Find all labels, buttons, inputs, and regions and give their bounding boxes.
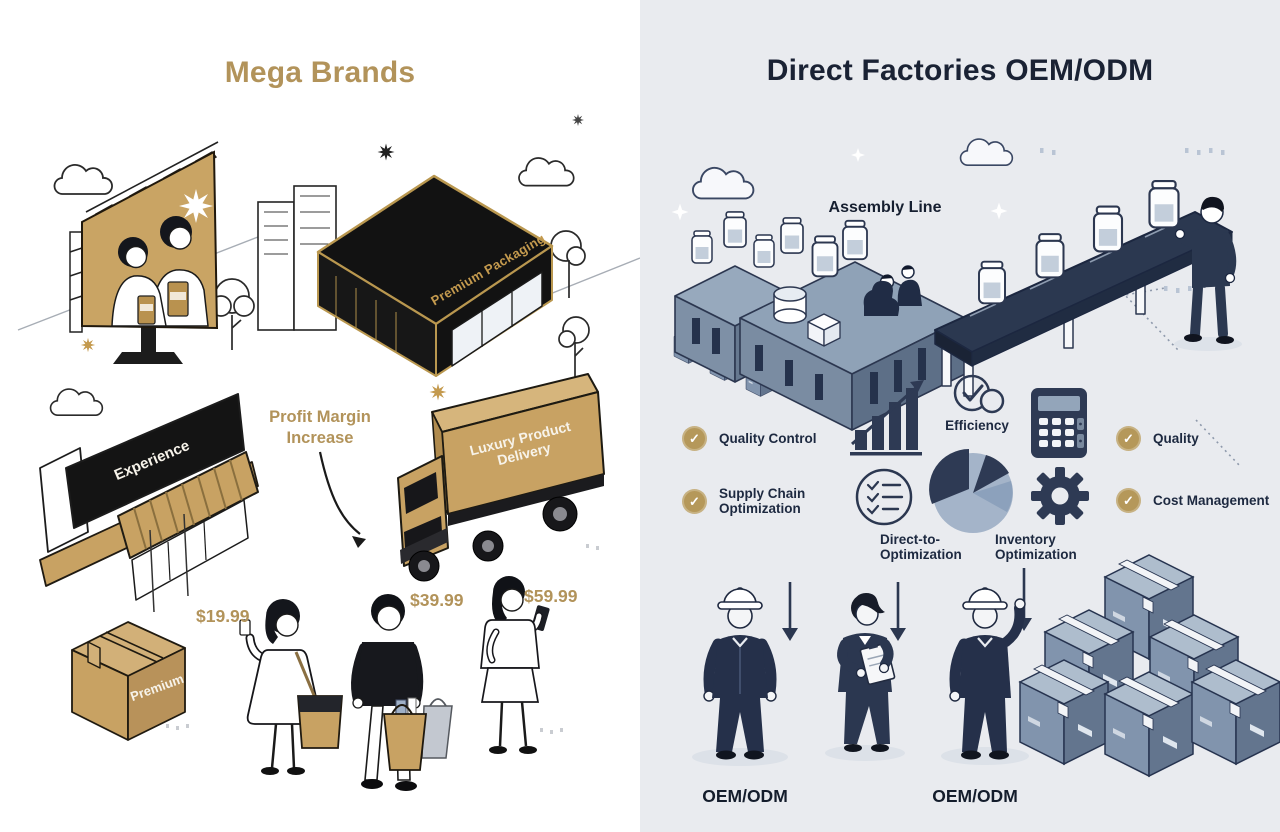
price-tag-2: $39.99 bbox=[410, 590, 464, 610]
check-item-quality-control: ✓ Quality Control bbox=[682, 426, 817, 451]
double-check-icon bbox=[953, 374, 1005, 414]
bar-chart-growth-icon bbox=[850, 380, 924, 456]
factory-jars bbox=[691, 211, 868, 278]
cloud-icons bbox=[692, 138, 1014, 200]
truck-wheels bbox=[408, 496, 578, 582]
gear-icon bbox=[1031, 467, 1089, 525]
shipping-boxes-stack bbox=[1019, 554, 1280, 777]
check-icon: ✓ bbox=[682, 426, 707, 451]
right-panel-title: Direct Factories OEM/ODM bbox=[766, 54, 1154, 87]
profit-arrow bbox=[318, 451, 366, 548]
price-tag-3: $59.99 bbox=[524, 586, 578, 606]
billboard-people bbox=[111, 216, 209, 327]
check-item-cost-management: ✓ Cost Management bbox=[1116, 488, 1269, 513]
inventory-caption: Inventory Optimization bbox=[995, 532, 1077, 562]
premium-box bbox=[71, 621, 186, 741]
mixing-vat bbox=[773, 286, 807, 324]
store-windows bbox=[451, 271, 543, 367]
check-item-quality: ✓ Quality bbox=[1116, 426, 1199, 451]
profit-margin-note: Profit Margin Increase bbox=[269, 408, 371, 447]
check-icon: ✓ bbox=[1116, 488, 1141, 513]
oem-worker-hardhat bbox=[692, 587, 788, 766]
starburst-icon bbox=[179, 189, 213, 223]
shopper-woman-phone bbox=[480, 576, 550, 754]
tan-shopping-bag bbox=[382, 713, 428, 771]
dot-clusters bbox=[166, 544, 599, 734]
tree-icons bbox=[210, 230, 590, 380]
direct-to-caption: Direct-to- Optimization bbox=[880, 532, 962, 562]
pie-chart-icon bbox=[929, 449, 1013, 533]
direct-factories-illustration bbox=[671, 138, 1280, 777]
shopper-man-bags bbox=[351, 594, 453, 791]
shopper-woman-tote bbox=[239, 599, 343, 775]
mega-brands-panel: Mega Brands Premium Packaging Profit Mar… bbox=[17, 56, 640, 791]
direct-factories-panel: Direct Factories OEM/ODM Assembly Line ✓… bbox=[640, 0, 1280, 832]
price-tag-1: $19.99 bbox=[196, 606, 250, 626]
efficiency-caption: Efficiency bbox=[945, 418, 1009, 433]
mega-brands-illustration bbox=[17, 114, 640, 791]
boutique-storefront bbox=[39, 393, 259, 613]
flagship-store bbox=[316, 174, 554, 377]
inspector-with-clipboard bbox=[825, 593, 905, 761]
delivery-truck bbox=[397, 373, 605, 582]
white-carton bbox=[807, 313, 841, 347]
storefront-sign-board bbox=[65, 393, 245, 529]
line-operator bbox=[1174, 196, 1242, 351]
billboard-illustration bbox=[69, 141, 219, 364]
left-panel-title: Mega Brands bbox=[224, 56, 416, 89]
calculator-icon bbox=[1031, 388, 1087, 458]
check-icon: ✓ bbox=[682, 488, 707, 514]
factory-illustration bbox=[673, 211, 966, 431]
oem-odm-label-1: OEM/ODM bbox=[702, 786, 788, 806]
oem-worker-pointing bbox=[941, 587, 1029, 765]
factory-workers bbox=[863, 265, 922, 316]
oem-odm-label-2: OEM/ODM bbox=[932, 786, 1018, 806]
assembly-line-label: Assembly Line bbox=[828, 199, 942, 216]
checklist-icon bbox=[855, 468, 913, 526]
check-icon: ✓ bbox=[1116, 426, 1141, 451]
conveyor-belt bbox=[934, 179, 1233, 397]
